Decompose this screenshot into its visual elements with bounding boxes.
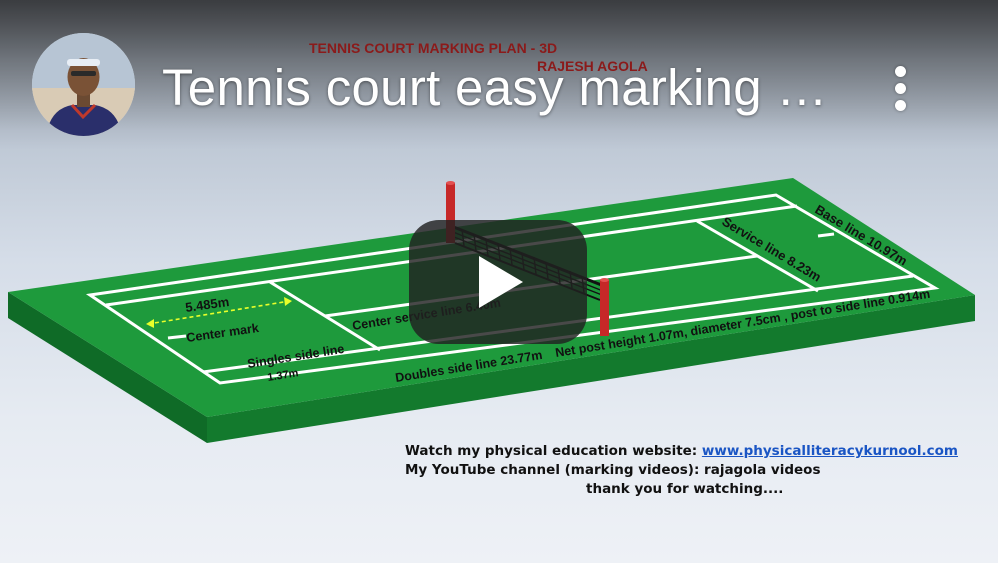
center-mark-right bbox=[817, 232, 835, 238]
width-measure-arrow bbox=[146, 297, 292, 328]
channel-line: My YouTube channel (marking videos): raj… bbox=[405, 462, 821, 478]
more-vert-icon bbox=[894, 65, 906, 77]
label-alley-width: 1.37m bbox=[267, 367, 300, 384]
center-mark-left bbox=[167, 334, 187, 340]
net-post-left bbox=[446, 183, 455, 243]
website-link[interactable]: www.physicalliteracykurnool.com bbox=[701, 443, 959, 459]
website-prefix: Watch my physical education website: bbox=[405, 443, 702, 459]
court-side-left bbox=[8, 292, 207, 443]
plan-author: RAJESH AGOLA bbox=[537, 58, 648, 74]
net-post-right bbox=[600, 280, 609, 336]
website-line: Watch my physical education website: www… bbox=[405, 443, 958, 459]
avatar-person-icon bbox=[32, 33, 135, 136]
video-title[interactable]: Tennis court easy marking … bbox=[162, 59, 828, 116]
plan-title: TENNIS COURT MARKING PLAN - 3D bbox=[309, 40, 558, 56]
court-side-front bbox=[207, 295, 975, 443]
channel-avatar[interactable] bbox=[32, 33, 135, 136]
label-width-measure: 5.485m bbox=[184, 294, 230, 315]
play-button[interactable] bbox=[409, 220, 587, 344]
more-options-button[interactable] bbox=[880, 60, 920, 116]
thanks-line: thank you for watching.... bbox=[586, 481, 784, 497]
service-line-right bbox=[696, 219, 819, 293]
play-icon bbox=[479, 256, 523, 308]
